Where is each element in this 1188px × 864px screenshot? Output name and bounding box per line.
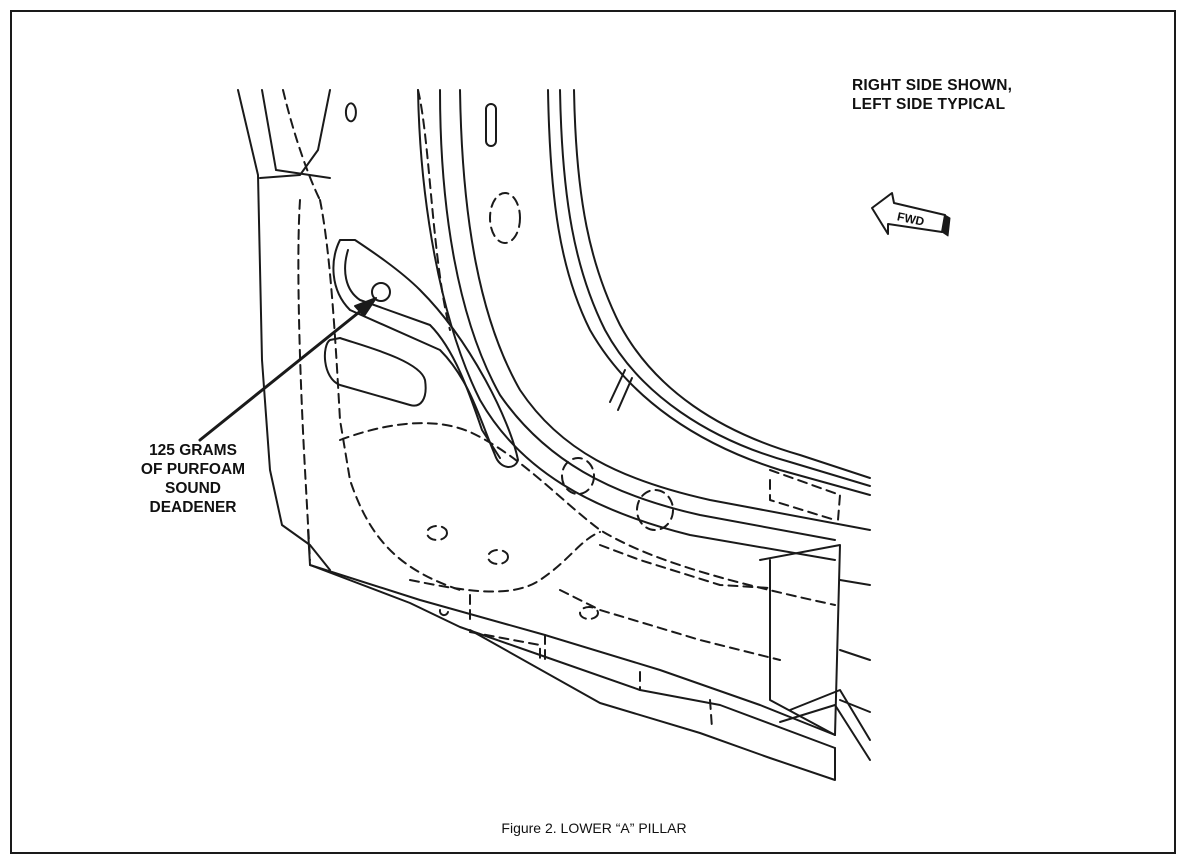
pad-area	[323, 239, 519, 468]
callout-line-1: 125 GRAMS	[149, 442, 237, 459]
figure-caption: Figure 2. LOWER “A” PILLAR	[501, 820, 687, 836]
side-note-line-1: RIGHT SIDE SHOWN,	[852, 77, 1013, 94]
pillar-flange	[344, 89, 871, 761]
side-note-line-2: LEFT SIDE TYPICAL	[852, 96, 1006, 113]
callout-line-4: DEADENER	[149, 499, 237, 516]
figure-frame	[10, 10, 1176, 854]
deadener-callout: 125 GRAMS OF PURFOAM SOUND DEADENER	[118, 441, 268, 517]
callout-line-2: OF PURFOAM	[140, 461, 246, 478]
callout-leader	[198, 297, 377, 442]
side-note: RIGHT SIDE SHOWN, LEFT SIDE TYPICAL	[852, 76, 1012, 114]
forward-arrow-icon: FWD	[871, 192, 951, 237]
foam-fill-hole	[371, 282, 391, 302]
hidden-lines	[282, 89, 841, 729]
fwd-label: FWD	[896, 209, 926, 228]
callout-line-3: SOUND	[165, 480, 221, 497]
